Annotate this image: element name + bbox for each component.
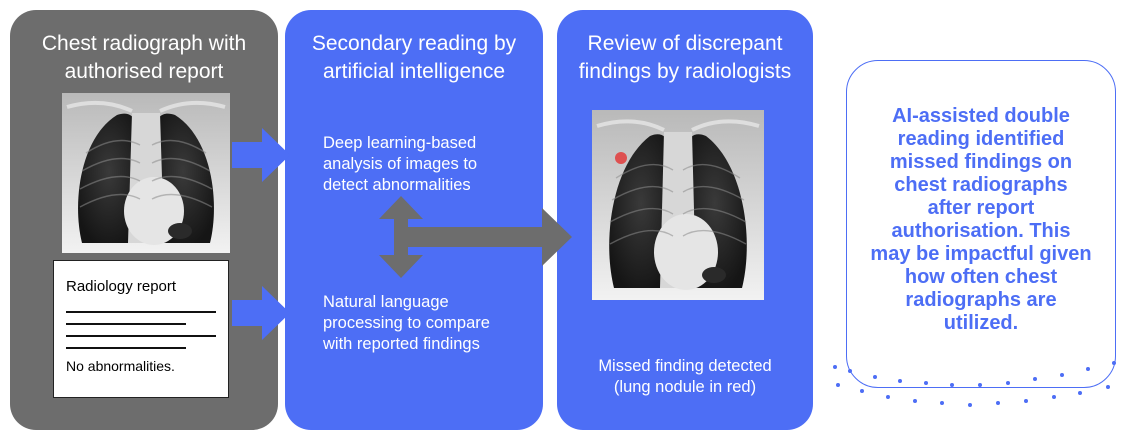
report-line bbox=[66, 347, 186, 349]
image-analysis-text: Deep learning-based analysis of images t… bbox=[323, 134, 478, 194]
panel-radiologist-review: Review of discrepant findings by radiolo… bbox=[557, 10, 813, 430]
panel-ai-reading: Secondary reading by artificial intellig… bbox=[285, 10, 543, 430]
summary-text: AI-assisted double reading identified mi… bbox=[870, 105, 1092, 334]
panel-title: Chest radiograph with authorised report bbox=[41, 32, 247, 83]
report-line bbox=[66, 335, 216, 337]
nodule-marker bbox=[615, 152, 627, 164]
nlp-text: Natural language processing to compare w… bbox=[323, 293, 490, 353]
decorative-dots bbox=[833, 361, 1116, 407]
missed-finding-caption: Missed finding detected (lung nodule in … bbox=[598, 357, 772, 396]
report-line bbox=[66, 323, 186, 325]
panel-input: Chest radiograph with authorised report … bbox=[10, 10, 278, 430]
panel-title: Review of discrepant findings by radiolo… bbox=[578, 32, 792, 83]
summary-box: AI-assisted double reading identified mi… bbox=[846, 60, 1116, 388]
chest-xray-nodule-image bbox=[592, 110, 764, 300]
panel-title: Secondary reading by artificial intellig… bbox=[311, 32, 517, 83]
radiology-report: Radiology report No abnormalities. bbox=[53, 260, 229, 398]
report-line bbox=[66, 311, 216, 313]
report-title: Radiology report bbox=[66, 278, 177, 295]
chest-xray-image bbox=[62, 93, 230, 253]
report-conclusion: No abnormalities. bbox=[66, 358, 175, 374]
